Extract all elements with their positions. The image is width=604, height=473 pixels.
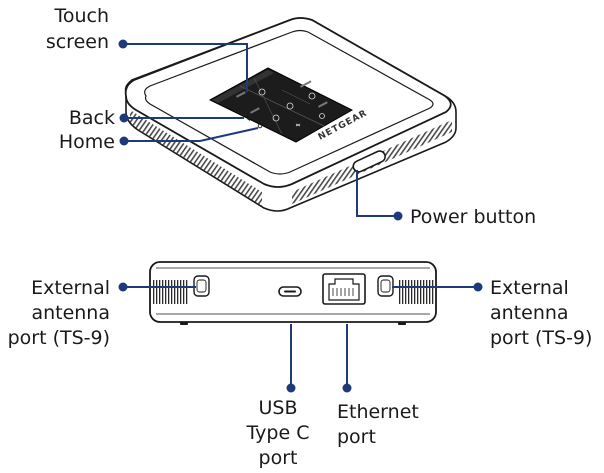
callout-dots <box>118 39 483 393</box>
label-usb-line3: port <box>259 447 298 469</box>
dot-ethernet <box>342 383 352 393</box>
screen-tile-4 <box>318 101 328 108</box>
label-home: Home <box>59 131 115 153</box>
dot-home <box>119 136 129 146</box>
back-button[interactable] <box>247 117 250 121</box>
ethernet-port[interactable] <box>322 273 366 305</box>
device-bezel <box>144 29 434 175</box>
label-ethernet-line2: port <box>337 426 376 448</box>
callout-lines <box>123 43 478 388</box>
label-ext-antenna-left-line2: antenna <box>31 302 110 324</box>
labels: Touch screen Back Home Power button Exte… <box>8 5 593 469</box>
screen-tile-2 <box>300 80 312 88</box>
screen-icon-wifi <box>258 88 266 96</box>
dot-power-button <box>393 211 403 221</box>
label-touch-screen-line2: screen <box>46 31 109 53</box>
foot-left <box>180 322 188 325</box>
screen-icon-close <box>295 123 301 127</box>
foot-right <box>398 322 406 325</box>
label-touch-screen-line1: Touch <box>53 5 109 27</box>
dot-ext-antenna-left <box>118 282 128 292</box>
vent-left-edge <box>152 280 188 304</box>
label-back: Back <box>69 107 115 129</box>
label-ext-antenna-left-line3: port (TS-9) <box>8 327 110 349</box>
power-button[interactable] <box>351 149 386 173</box>
screen-tile-3 <box>250 107 260 114</box>
label-ext-antenna-left-line1: External <box>31 277 110 299</box>
device-edge-view <box>149 261 437 325</box>
device-top-view: NETGEAR <box>124 17 457 212</box>
label-ext-antenna-right-line3: port (TS-9) <box>490 327 592 349</box>
screen-icon-clients <box>308 92 316 100</box>
dot-touch-screen <box>118 39 128 49</box>
label-ext-antenna-right-line1: External <box>490 277 569 299</box>
home-button[interactable] <box>257 123 263 129</box>
touch-screen[interactable] <box>208 67 354 143</box>
screen-icon-other <box>319 113 325 119</box>
callout-touch-screen <box>123 43 248 92</box>
dot-ext-antenna-right <box>473 282 483 292</box>
external-antenna-port-right[interactable] <box>377 275 394 297</box>
label-ethernet-line1: Ethernet <box>337 401 419 423</box>
dot-usb-c <box>286 383 296 393</box>
label-ext-antenna-right-line2: antenna <box>490 302 569 324</box>
label-usb-line1: USB <box>258 397 297 419</box>
screen-tile-1 <box>236 91 246 98</box>
callout-power-button <box>356 170 398 217</box>
vent-right-edge <box>398 280 434 304</box>
label-usb-line2: Type C <box>246 422 310 444</box>
vent-left-side <box>130 110 262 206</box>
external-antenna-port-left[interactable] <box>193 275 210 297</box>
dot-back <box>119 113 129 123</box>
label-power-button: Power button <box>410 206 536 228</box>
callout-home <box>124 127 259 142</box>
screen-icon-data <box>286 102 294 110</box>
screen-icon-settings <box>272 114 280 122</box>
